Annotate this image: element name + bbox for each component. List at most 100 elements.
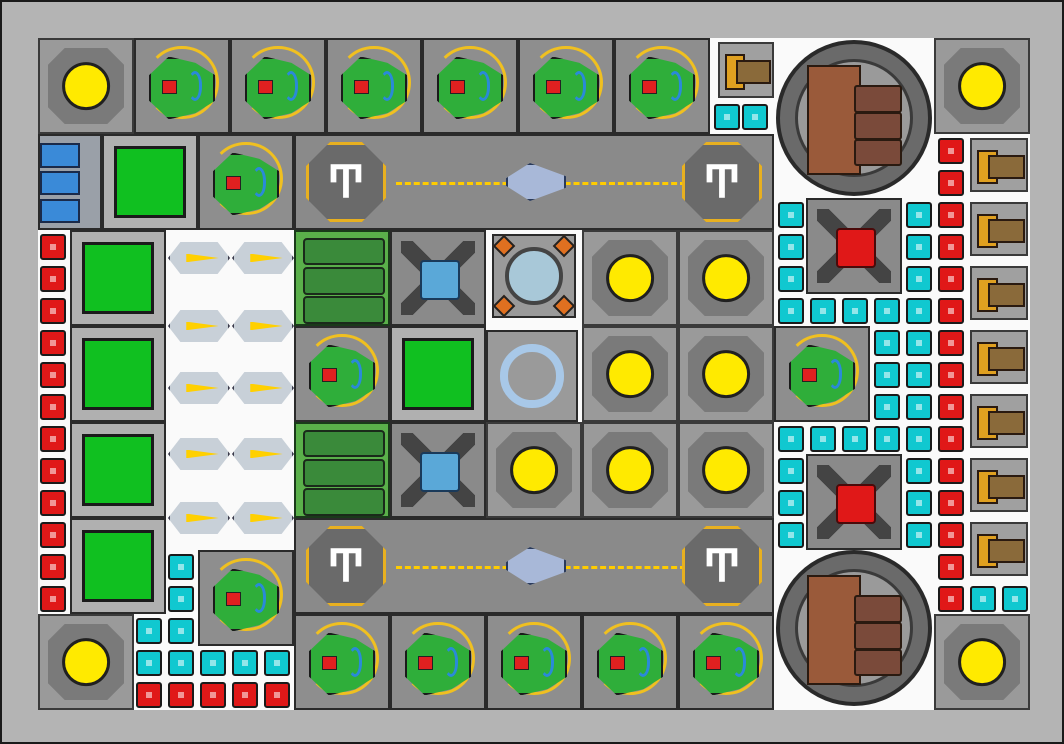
reactor-icon[interactable] <box>582 230 678 326</box>
armor-block-icon[interactable] <box>136 682 162 708</box>
turret-icon[interactable] <box>294 326 390 422</box>
storage-icon[interactable] <box>390 326 486 422</box>
turret-icon[interactable] <box>326 38 422 134</box>
missile-icon[interactable] <box>232 438 294 470</box>
reactor-icon[interactable] <box>678 326 774 422</box>
armor-block-icon[interactable] <box>874 426 900 452</box>
fighter-ship-icon[interactable] <box>506 547 566 585</box>
armor-block-icon[interactable] <box>200 682 226 708</box>
armor-block-icon[interactable] <box>778 202 804 228</box>
turret-icon[interactable] <box>198 134 294 230</box>
missile-icon[interactable] <box>168 372 230 404</box>
armor-block-icon[interactable] <box>264 650 290 676</box>
armor-block-icon[interactable] <box>906 234 932 260</box>
turret-icon[interactable] <box>614 38 710 134</box>
armor-block-icon[interactable] <box>842 298 868 324</box>
engine-pipes-icon[interactable] <box>294 230 390 326</box>
laser-device-icon[interactable] <box>390 422 486 518</box>
armor-block-icon[interactable] <box>874 362 900 388</box>
storage-icon[interactable] <box>70 422 166 518</box>
armor-block-icon[interactable] <box>40 458 66 484</box>
cannon-icon[interactable] <box>970 202 1028 256</box>
turret-icon[interactable] <box>774 326 870 422</box>
armor-block-icon[interactable] <box>168 586 194 612</box>
reactor-icon[interactable] <box>38 614 134 710</box>
armor-block-icon[interactable] <box>906 394 932 420</box>
storage-icon[interactable] <box>70 326 166 422</box>
armor-block-icon[interactable] <box>906 362 932 388</box>
armor-block-icon[interactable] <box>40 330 66 356</box>
armor-block-icon[interactable] <box>938 138 964 164</box>
armor-block-icon[interactable] <box>264 682 290 708</box>
laser-device-icon[interactable] <box>390 230 486 326</box>
armor-block-icon[interactable] <box>168 650 194 676</box>
turret-icon[interactable] <box>518 38 614 134</box>
armor-block-icon[interactable] <box>906 426 932 452</box>
missile-icon[interactable] <box>232 242 294 274</box>
cannon-icon[interactable] <box>970 330 1028 384</box>
armor-block-icon[interactable] <box>938 458 964 484</box>
armor-block-icon[interactable] <box>906 330 932 356</box>
armor-block-icon[interactable] <box>778 234 804 260</box>
armor-block-icon[interactable] <box>40 426 66 452</box>
armor-block-icon[interactable] <box>136 618 162 644</box>
missile-icon[interactable] <box>232 502 294 534</box>
runway-icon[interactable]: Ͳ Ͳ <box>294 518 774 614</box>
armor-block-icon[interactable] <box>906 202 932 228</box>
armor-block-icon[interactable] <box>40 394 66 420</box>
storage-icon[interactable] <box>102 134 198 230</box>
armor-block-icon[interactable] <box>970 586 996 612</box>
armor-block-icon[interactable] <box>906 490 932 516</box>
armor-block-icon[interactable] <box>40 586 66 612</box>
reactor-icon[interactable] <box>486 422 582 518</box>
turret-icon[interactable] <box>582 614 678 710</box>
armor-block-icon[interactable] <box>938 234 964 260</box>
armor-block-icon[interactable] <box>938 170 964 196</box>
turret-icon[interactable] <box>230 38 326 134</box>
turret-icon[interactable] <box>134 38 230 134</box>
cannon-icon[interactable] <box>970 394 1028 448</box>
missile-icon[interactable] <box>232 372 294 404</box>
armor-block-icon[interactable] <box>40 298 66 324</box>
reactor-icon[interactable] <box>582 326 678 422</box>
reactor-icon[interactable] <box>934 614 1030 710</box>
armor-block-icon[interactable] <box>40 362 66 388</box>
armor-block-icon[interactable] <box>778 298 804 324</box>
armor-block-icon[interactable] <box>742 104 768 130</box>
armor-block-icon[interactable] <box>40 490 66 516</box>
missile-icon[interactable] <box>168 242 230 274</box>
armor-block-icon[interactable] <box>938 330 964 356</box>
cannon-icon[interactable] <box>970 522 1028 576</box>
armor-block-icon[interactable] <box>810 426 836 452</box>
armor-block-icon[interactable] <box>938 362 964 388</box>
armor-block-icon[interactable] <box>874 394 900 420</box>
turret-icon[interactable] <box>294 614 390 710</box>
armor-block-icon[interactable] <box>1002 586 1028 612</box>
heavy-cannon-icon[interactable] <box>776 40 932 196</box>
cannon-icon[interactable] <box>970 266 1028 320</box>
armor-block-icon[interactable] <box>778 458 804 484</box>
cannon-icon[interactable] <box>718 42 774 98</box>
cannon-icon[interactable] <box>970 138 1028 192</box>
armor-block-icon[interactable] <box>40 522 66 548</box>
red-laser-icon[interactable] <box>806 454 902 550</box>
armor-block-icon[interactable] <box>168 682 194 708</box>
armor-block-icon[interactable] <box>714 104 740 130</box>
armor-block-icon[interactable] <box>40 554 66 580</box>
armor-block-icon[interactable] <box>778 426 804 452</box>
turret-icon[interactable] <box>422 38 518 134</box>
turret-icon[interactable] <box>198 550 294 646</box>
connector-icon[interactable] <box>38 134 102 230</box>
reactor-icon[interactable] <box>678 230 774 326</box>
runway-icon[interactable]: Ͳ Ͳ <box>294 134 774 230</box>
storage-icon[interactable] <box>70 518 166 614</box>
armor-block-icon[interactable] <box>232 650 258 676</box>
armor-block-icon[interactable] <box>168 554 194 580</box>
missile-icon[interactable] <box>168 438 230 470</box>
armor-block-icon[interactable] <box>938 394 964 420</box>
armor-block-icon[interactable] <box>200 650 226 676</box>
armor-block-icon[interactable] <box>778 266 804 292</box>
armor-block-icon[interactable] <box>938 522 964 548</box>
armor-block-icon[interactable] <box>938 298 964 324</box>
armor-block-icon[interactable] <box>778 490 804 516</box>
